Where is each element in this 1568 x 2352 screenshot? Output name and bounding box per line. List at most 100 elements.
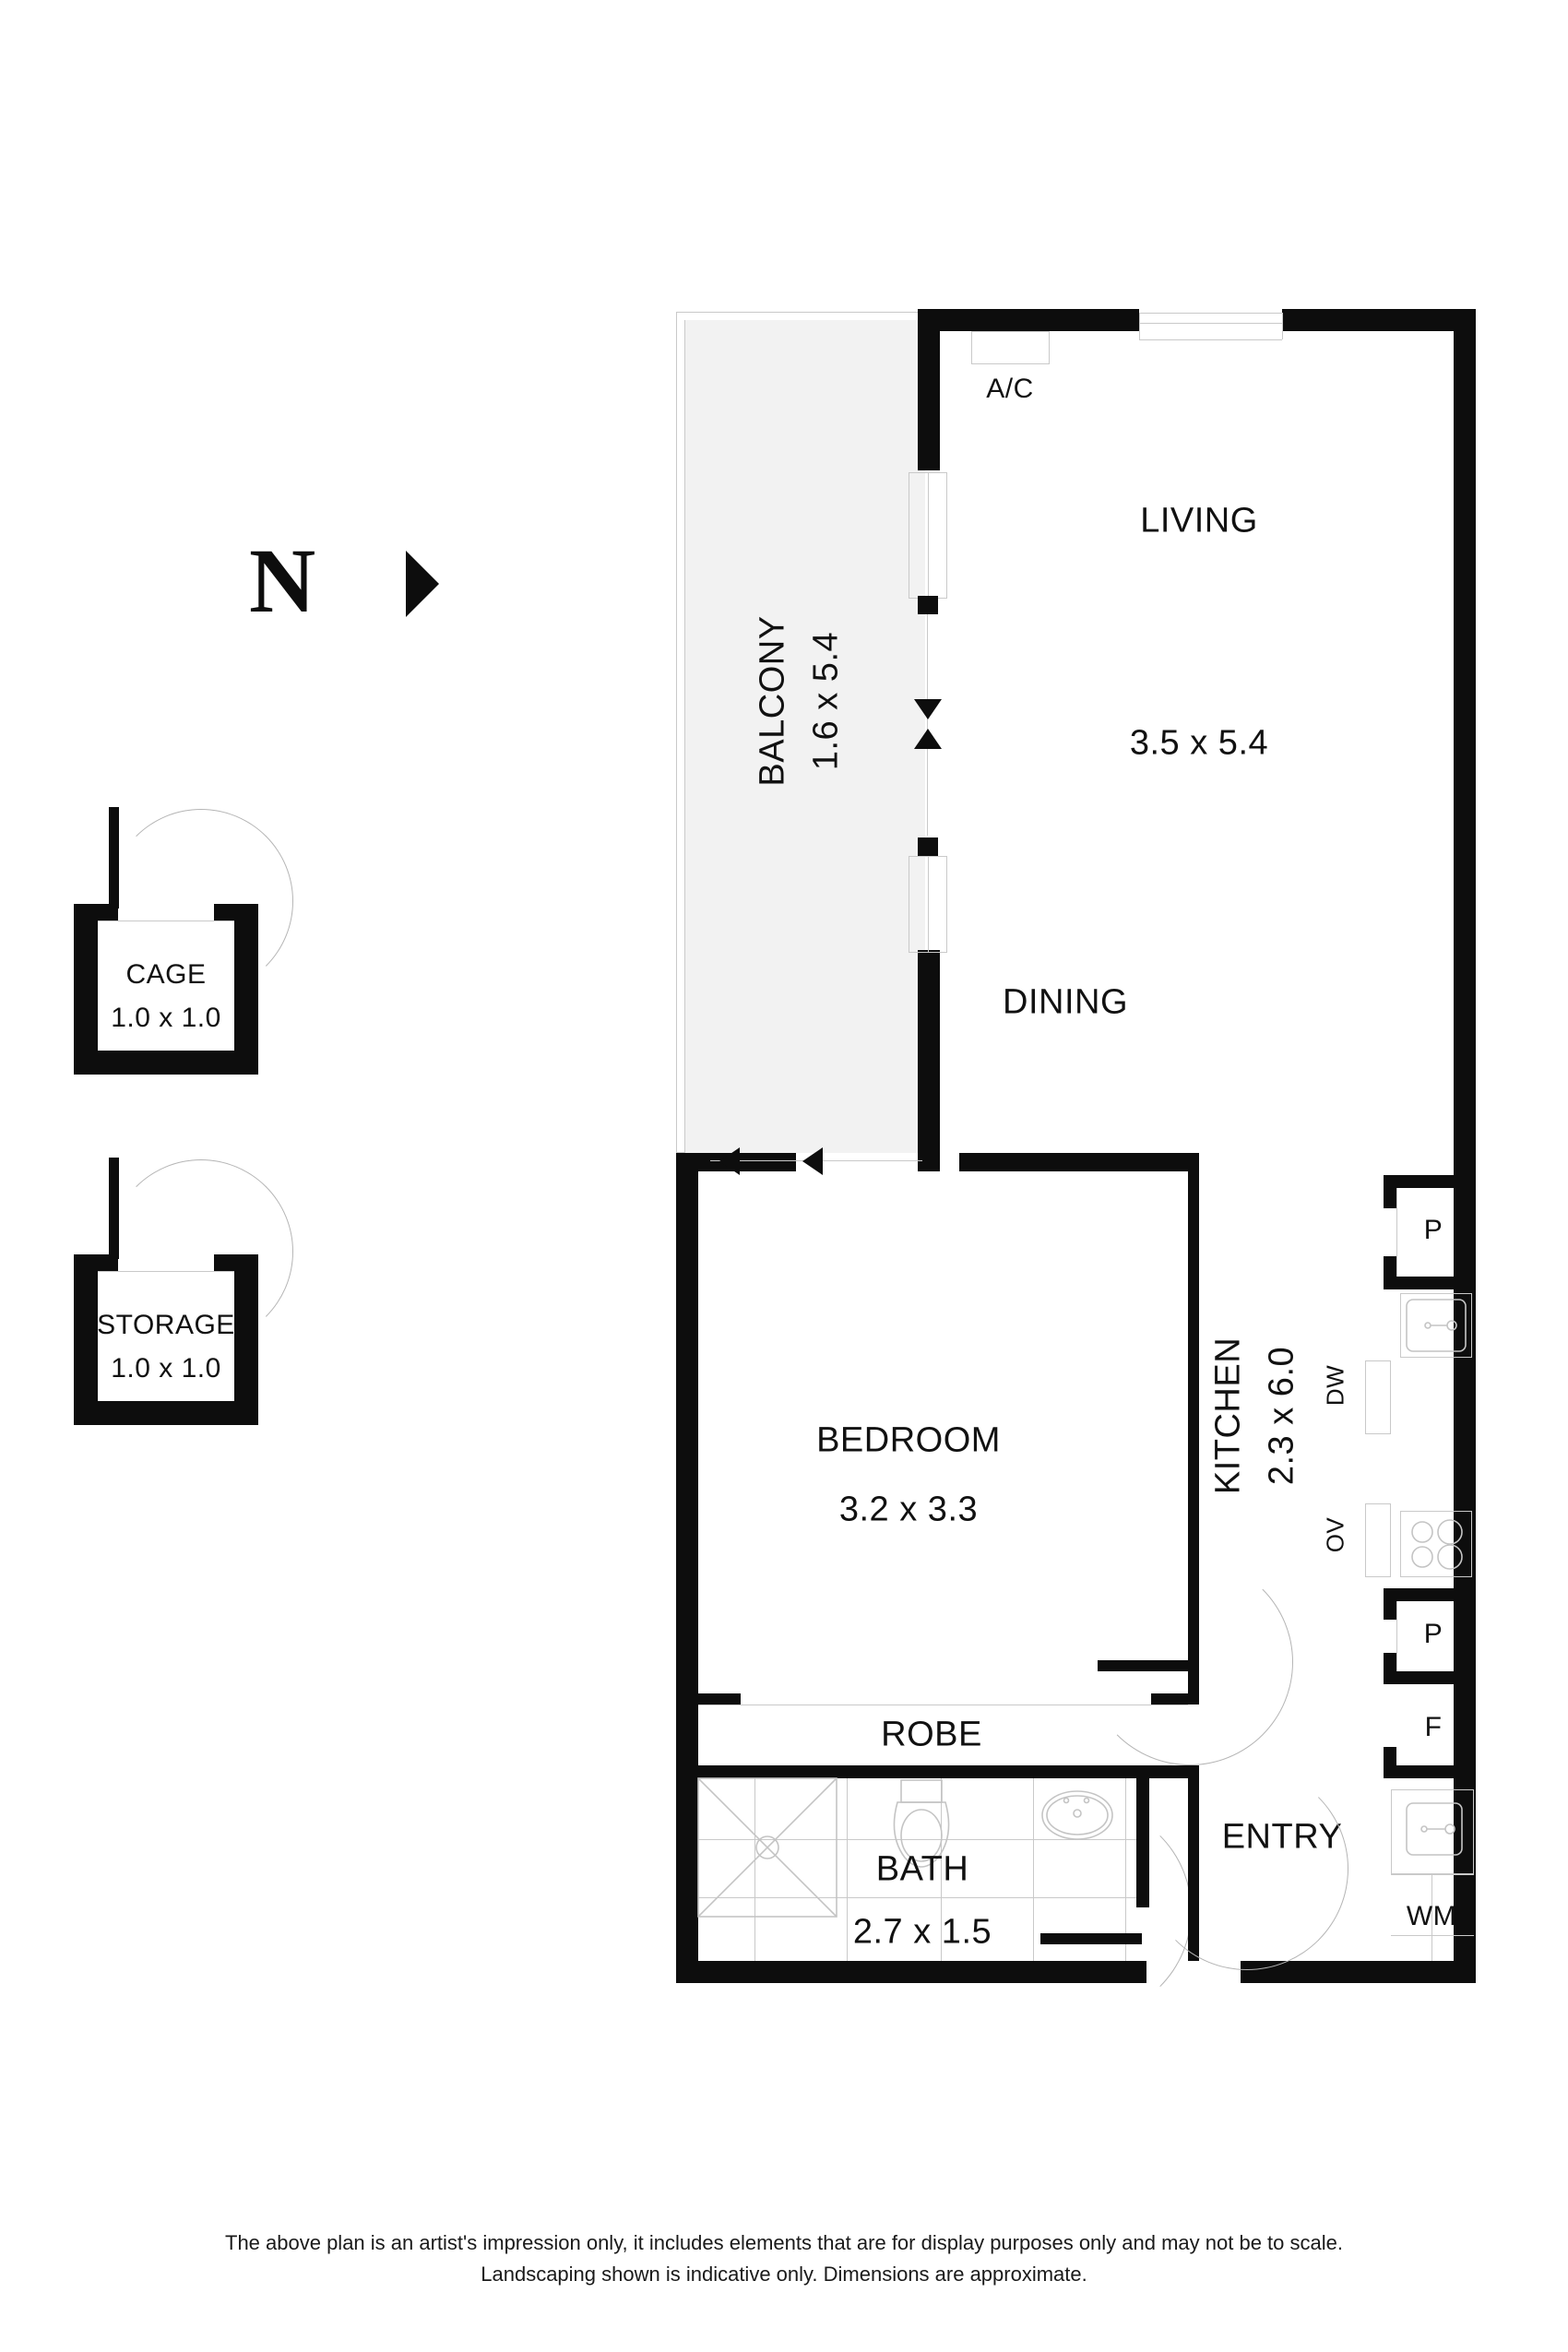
storage-wall-bottom [74,1401,258,1425]
balcony-inner-edge-left [684,320,685,1153]
bath-door-leaf [1040,1933,1142,1944]
bath-tile-h1 [698,1839,1136,1840]
pantry-top-wall-l [1384,1175,1396,1208]
washing-machine-label: WM [1406,1901,1457,1931]
slider-arrow-up-icon [914,729,942,749]
pantry-top-label: P [1423,1215,1443,1245]
pantry-top-wall-l2 [1384,1256,1396,1289]
robe-bottom-wall [676,1765,1199,1778]
oven-box [1365,1503,1391,1577]
laundry-tub-box [1391,1789,1474,1874]
balcony-dimensions: 1.6 x 5.4 [806,631,846,771]
storage-dimensions: 1.0 x 1.0 [111,1353,221,1384]
dishwasher-label: DW [1321,1364,1349,1407]
bedroom-label: BEDROOM [816,1420,1001,1460]
storage-door-leaf [109,1158,119,1259]
cage-door-arc [109,809,293,993]
dining-label: DINING [1003,982,1128,1022]
fridge-label: F [1424,1712,1443,1742]
slider-upper-jamb [918,596,938,614]
slider-upper-cap-t [909,472,947,473]
kitchen-sink-box [1400,1293,1472,1358]
slider-upper-frame-m [928,472,929,598]
wall-right-outer-2 [1454,1245,1476,1983]
fridge-wall-l [1384,1747,1396,1778]
laundry-tub-icon [1406,1802,1463,1856]
wall-left-outer [676,1153,698,1983]
slider-lower-jamb [918,837,938,856]
living-window-top-cap-r [1282,313,1283,339]
storage-label: STORAGE [97,1310,235,1340]
toilet-icon [893,1779,950,1868]
living-window-top-outer1 [1139,313,1282,314]
wall-balcony-living-upper [918,309,940,470]
storage-wall-left [74,1254,98,1425]
living-window-top-outer2 [1139,339,1282,340]
storage-wall-right [234,1254,258,1425]
slider-centre-line [927,614,928,836]
balcony-floor-fill [684,320,925,1153]
north-compass: N [249,535,461,636]
cage-wall-left [74,904,98,1075]
cage-label: CAGE [125,959,207,990]
pantry-bottom-wall-t [1384,1588,1467,1601]
laundry-bench-line-2 [1431,1874,1432,1961]
living-window-top-mid [1139,323,1282,324]
pantry-top-wall-t [1384,1175,1467,1188]
wall-living-top-left [918,309,1139,331]
slider-lower-cap-b [909,952,947,953]
shower-icon [697,1777,837,1918]
wall-living-top-right [1282,309,1476,331]
pantry-bottom-label: P [1423,1619,1443,1649]
pantry-bottom-inner [1396,1601,1397,1671]
disclaimer-line-2: Landscaping shown is indicative only. Di… [481,2263,1087,2286]
cage-door-leaf [109,807,119,909]
compass-north-letter: N [249,529,316,632]
dishwasher-box [1365,1360,1391,1434]
bedroom-door-leaf [1098,1660,1199,1671]
living-window-top-cap-l [1139,313,1140,339]
cooktop-icon [1411,1519,1463,1570]
slider-lower-cap-t [909,856,947,857]
balcony-arrow-left-2-icon [802,1147,823,1175]
slider-upper-frame-r [946,472,947,598]
oven-label: OV [1321,1516,1349,1553]
bath-tile-v2 [847,1778,848,1961]
storage-door-arc [109,1159,293,1344]
balcony-arrow-left-1-icon [719,1147,740,1175]
pantry-top-wall-b [1384,1277,1467,1289]
cage-wall-right [234,904,258,1075]
kitchen-dimensions: 2.3 x 6.0 [1262,1346,1301,1486]
cage-wall-bottom [74,1051,258,1075]
bedroom-door-arc [1087,1559,1293,1765]
ac-label: A/C [986,374,1034,404]
bedroom-dimensions: 3.2 x 3.3 [838,1490,979,1529]
bath-dimensions: 2.7 x 1.5 [852,1912,992,1952]
kitchen-sink-icon [1406,1299,1467,1352]
bath-tile-v3 [941,1778,942,1961]
balcony-label: BALCONY [753,615,792,787]
wall-balcony-living-lower [918,950,940,1171]
cage-wall-top-right [214,904,258,921]
cage-dimensions: 1.0 x 1.0 [111,1003,221,1033]
storage-inner-line [98,1271,234,1272]
living-dimensions: 3.5 x 5.4 [1129,723,1269,763]
living-label: LIVING [1140,501,1258,540]
storage-wall-top-left [74,1254,118,1271]
wall-bedroom-right-lower [1188,1660,1199,1703]
bath-tile-v1 [754,1778,755,1961]
ac-unit-box [971,331,1050,364]
slider-arrow-down-icon [914,699,942,719]
wall-bedroom-top-2 [959,1153,1199,1171]
disclaimer-line-1: The above plan is an artist's impression… [225,2231,1343,2254]
robe-label: ROBE [881,1715,982,1754]
robe-wall-stub-l [698,1693,741,1705]
wall-right-outer [1454,309,1476,1245]
bath-tile-h2 [698,1897,1136,1898]
laundry-bench-line-1 [1391,1874,1474,1875]
wall-bedroom-right [1188,1153,1199,1559]
cooktop-box [1400,1511,1472,1577]
entry-door-arc [1146,1767,1348,1970]
bath-label: BATH [875,1849,969,1889]
